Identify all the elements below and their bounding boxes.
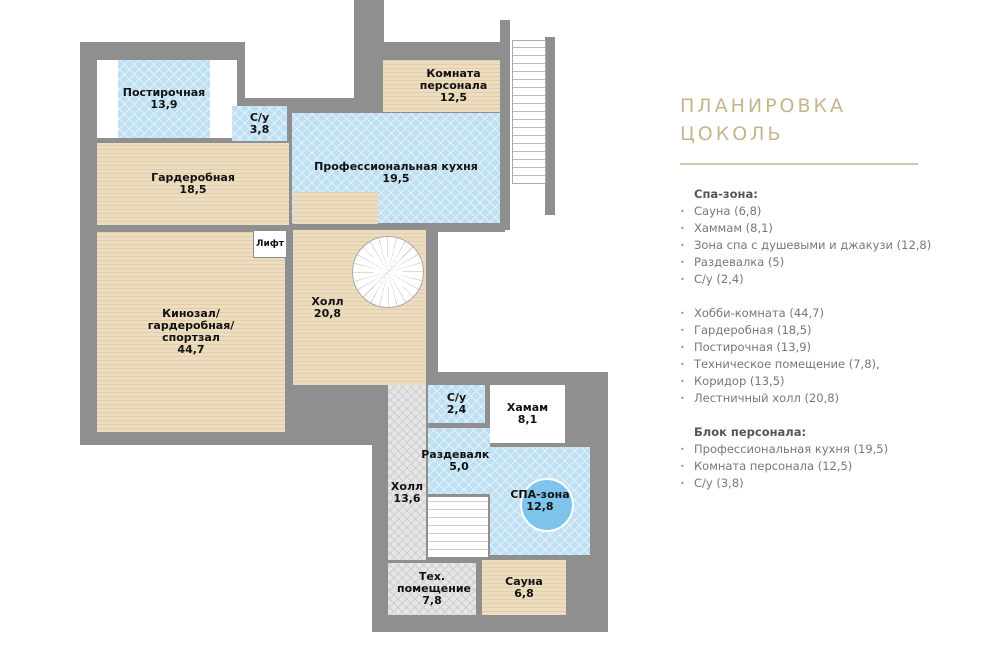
room-area: 7,8 bbox=[422, 594, 442, 607]
room-name: Комната персонала bbox=[419, 67, 488, 92]
list-item: Хаммам (8,1) bbox=[680, 220, 931, 237]
list-item: Зона спа с душевыми и джакузи (12,8) bbox=[680, 237, 931, 254]
exterior-stairs bbox=[512, 40, 546, 184]
area-legend: Спа-зона: Сауна (6,8) Хаммам (8,1) Зона … bbox=[680, 186, 931, 492]
room-name: Холл bbox=[311, 294, 344, 308]
room-area: 8,1 bbox=[517, 413, 538, 426]
list-item: Раздевалка (5) bbox=[680, 254, 931, 271]
spiral-staircase bbox=[352, 236, 424, 308]
list-item: Профессиональная кухня (19,5) bbox=[680, 441, 931, 458]
room-area: 2,4 bbox=[446, 403, 467, 416]
title-line-2: ЦОКОЛЬ bbox=[680, 123, 784, 145]
room-area: 5,0 bbox=[449, 460, 469, 473]
list-item: С/у (3,8) bbox=[680, 475, 931, 492]
corridor bbox=[293, 192, 378, 224]
list-item: Гардеробная (18,5) bbox=[680, 322, 931, 339]
page-title: ПЛАНИРОВКА ЦОКОЛЬ bbox=[680, 92, 846, 148]
wall bbox=[354, 0, 384, 110]
room-name: Тех. помещение bbox=[397, 570, 471, 595]
list-item: Хобби-комната (44,7) bbox=[680, 305, 931, 322]
room-name: Холл bbox=[390, 479, 424, 493]
stairs-spa bbox=[428, 497, 488, 557]
group-heading: Спа-зона: bbox=[694, 187, 758, 201]
wall bbox=[500, 20, 510, 230]
room-name: Кинозал/ гардеробная/ спортзал bbox=[147, 307, 235, 344]
room-name: Лифт bbox=[256, 239, 284, 249]
list-item: Техническое помещение (7,8), bbox=[680, 356, 931, 373]
title-line-1: ПЛАНИРОВКА bbox=[680, 95, 847, 117]
room-area: 12,8 bbox=[526, 500, 554, 513]
room-area: 3,8 bbox=[249, 122, 270, 136]
room-name: Профессиональная кухня bbox=[314, 160, 478, 173]
room-lift: Лифт bbox=[253, 230, 287, 258]
room-area: 13,9 bbox=[150, 98, 178, 111]
divider bbox=[680, 163, 918, 165]
list-item: С/у (2,4) bbox=[680, 271, 931, 288]
list-item: Сауна (6,8) bbox=[680, 203, 931, 220]
room-name: СПА-зона bbox=[510, 488, 570, 501]
room-area: 44,7 bbox=[177, 343, 205, 356]
list-item: Лестничный холл (20,8) bbox=[680, 390, 931, 407]
list-item: Комната персонала (12,5) bbox=[680, 458, 931, 475]
room-area: 12,5 bbox=[439, 91, 468, 104]
room-area: 13,6 bbox=[393, 491, 421, 505]
room-name: Гардеробная bbox=[151, 171, 235, 184]
room-name: С/у bbox=[446, 391, 467, 404]
room-area: 18,5 bbox=[179, 183, 207, 196]
wall bbox=[545, 37, 555, 215]
room-name: Раздевалка bbox=[421, 448, 497, 461]
room-area: 6,8 bbox=[514, 586, 534, 600]
list-item: Постирочная (13,9) bbox=[680, 339, 931, 356]
list-item: Коридор (13,5) bbox=[680, 373, 931, 390]
jacuzzi-pool bbox=[520, 478, 574, 532]
room-name: Сауна bbox=[505, 574, 543, 588]
room-name: С/у bbox=[249, 110, 270, 124]
room-name: Хамам bbox=[506, 401, 549, 414]
room-area: 19,5 bbox=[382, 172, 410, 185]
room-name: Постирочная bbox=[122, 86, 206, 99]
group-heading: Блок персонала: bbox=[694, 425, 807, 439]
room-area: 20,8 bbox=[313, 306, 342, 320]
